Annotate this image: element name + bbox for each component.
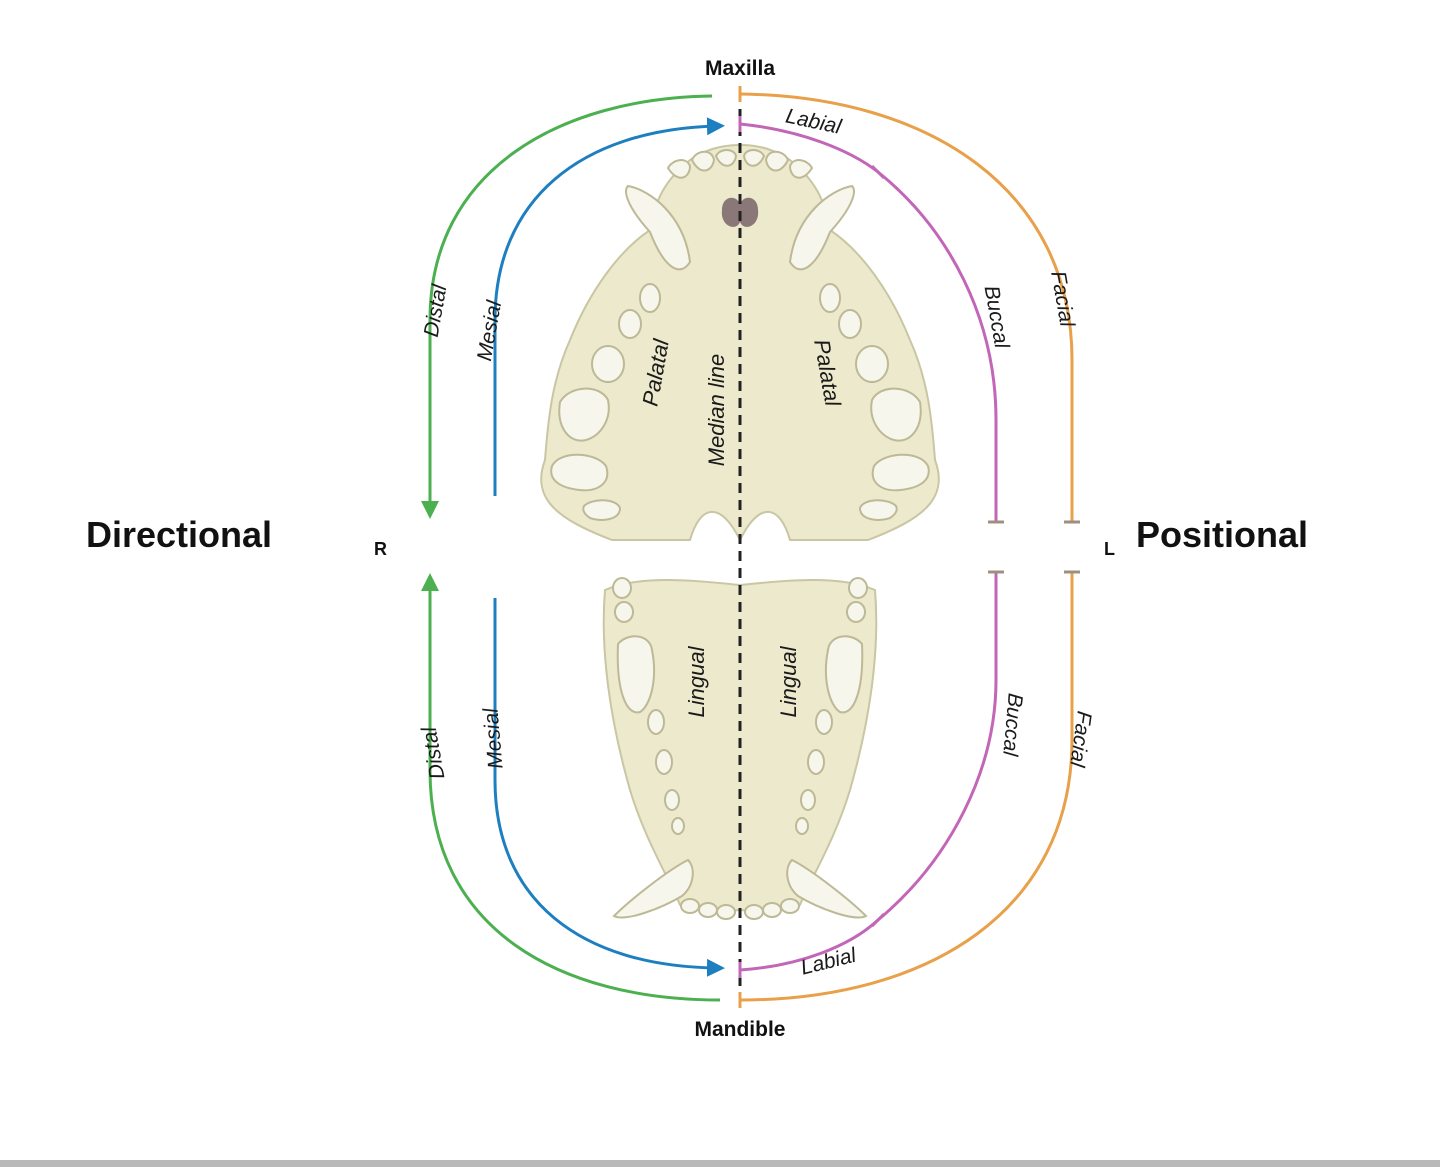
label-median-line: Median line [704,354,729,467]
labial-buccal-arc-upper [739,122,998,522]
label-distal-lower: Distal [417,724,449,781]
maxilla-bone [540,143,940,543]
label-labial-lower: Labial [798,943,859,979]
label-lingual-right: Lingual [684,645,709,717]
bottom-divider [0,1160,1440,1167]
label-buccal-upper: Buccal [980,284,1014,351]
distal-arc-upper [421,94,713,519]
label-positional: Positional [1136,514,1308,555]
mesial-arc-lower [493,598,725,977]
label-maxilla: Maxilla [705,57,775,80]
label-mandible: Mandible [694,1018,785,1041]
label-buccal-lower: Buccal [998,692,1027,758]
label-mesial-upper: Mesial [473,298,506,363]
mesial-arc-upper [493,117,725,496]
facial-arc-lower [739,572,1074,1002]
label-facial-lower: Facial [1065,710,1096,770]
distal-arc-lower [421,573,721,1002]
label-distal-upper: Distal [420,282,452,339]
label-directional: Directional [86,514,272,555]
label-mesial-lower: Mesial [479,706,507,770]
label-left: L [1104,539,1115,559]
label-right: R [374,539,387,559]
labial-buccal-arc-lower [739,572,998,972]
label-lingual-left: Lingual [776,645,801,717]
facial-arc-upper [739,92,1074,522]
label-facial-upper: Facial [1046,269,1079,329]
mandible-bone [602,577,878,920]
